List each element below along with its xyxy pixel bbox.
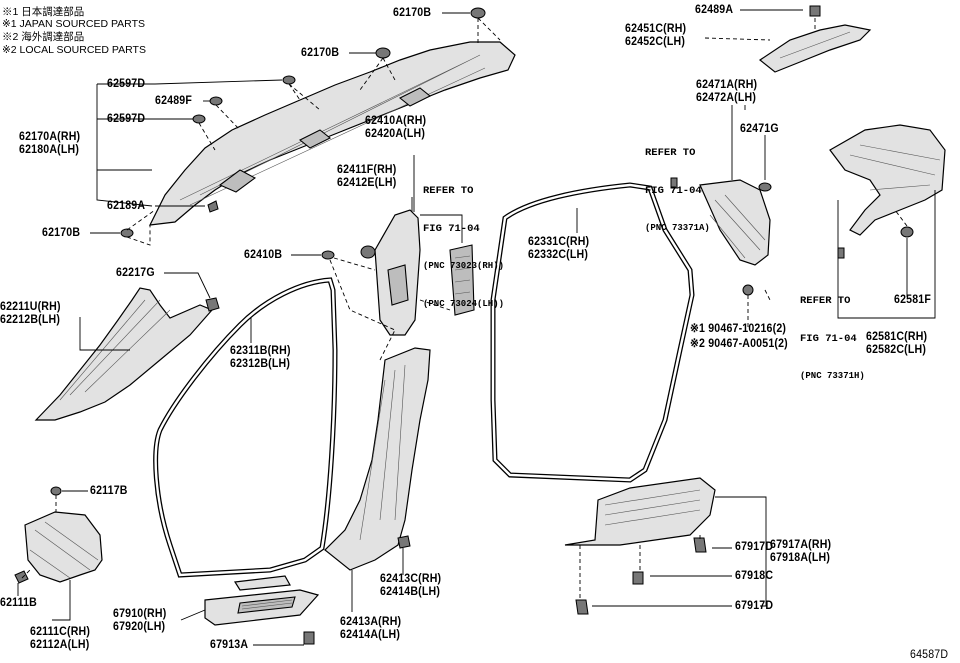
label-62111C: 62111C(RH) 62112A(LH) (30, 626, 91, 651)
ref-center-pnc1: (PNC 73023(RH)) (423, 261, 505, 271)
clip-62111B (14, 570, 29, 584)
label-62413A: 62413A(RH) 62414A(LH) (340, 616, 402, 641)
roof-rear-trim (758, 24, 872, 73)
label-62581F: 62581F (894, 294, 932, 306)
label-62471G: 62471G (740, 123, 779, 135)
label-62471A: 62471A(RH) 62472A(LH) (696, 79, 758, 104)
label-62170B-top: 62170B (393, 7, 432, 19)
clip-62597D-a (282, 75, 296, 85)
label-62170B-low: 62170B (42, 227, 81, 239)
label-62413C: 62413C(RH) 62414B(LH) (380, 573, 442, 598)
label-90467-2: ※2 90467-A0051(2) (690, 338, 788, 350)
ref-lower-right-line1: REFER TO (800, 295, 851, 307)
label-62489A: 62489A (695, 4, 734, 16)
label-62311B: 62311B(RH) 62312B(LH) (230, 345, 291, 370)
ref-center-line2: FIG 71-04 (423, 222, 480, 235)
clip-62471G (758, 182, 772, 192)
clip-62170B-mid (375, 47, 391, 59)
quarter-pillar-trim (699, 179, 771, 266)
note-japan-jp: ※1 日本調達部品 (2, 6, 85, 18)
cowl-side-trim (24, 511, 103, 583)
label-62211U: 62211U(RH) 62212B(LH) (0, 301, 61, 326)
clip-ref-73371A (670, 177, 678, 189)
clip-67918C (632, 571, 644, 585)
label-67913A: 67913A (210, 639, 249, 651)
front-scuff-plate (204, 575, 320, 626)
label-62410B: 62410B (244, 249, 283, 261)
note-local-jp: ※2 海外調達部品 (2, 31, 85, 43)
clip-62189A (207, 200, 219, 213)
clip-62170B-top (470, 7, 486, 19)
label-62111B: 62111B (0, 597, 38, 609)
label-62170B-mid: 62170B (301, 47, 340, 59)
seatbelt-anchor (449, 244, 475, 316)
center-pillar-upper-garnish (374, 209, 421, 336)
label-62117B: 62117B (90, 485, 128, 497)
label-67917D-a: 67917D (735, 541, 774, 553)
clip-62170B-low (120, 228, 134, 238)
clip-62413C (397, 535, 411, 549)
clip-ref-73371H (837, 247, 845, 259)
label-67917D-b: 67917D (735, 600, 774, 612)
label-67917A: 67917A(RH) 67918A(LH) (770, 539, 832, 564)
clip-62581F (900, 226, 914, 238)
label-62411F: 62411F(RH) 62412E(LH) (337, 164, 397, 189)
label-62451C: 62451C(RH) 62452C(LH) (625, 23, 687, 48)
ref-lower-right-line2: FIG 71-04 (800, 332, 857, 345)
roof-side-garnish (148, 41, 516, 226)
clip-90467 (742, 284, 754, 296)
rear-door-weatherstrip (490, 182, 695, 483)
label-62581C: 62581C(RH) 62582C(LH) (866, 331, 928, 356)
ref-upper-right: REFER TO FIG 71-04 (PNC 73371A) (645, 122, 710, 247)
clip-62410B (321, 250, 335, 260)
clip-62489F (209, 96, 223, 106)
rear-side-trim (829, 124, 946, 236)
label-67910: 67910(RH) 67920(LH) (113, 608, 167, 633)
note-local-en: ※2 LOCAL SOURCED PARTS (2, 44, 146, 56)
clip-62117B (50, 486, 62, 496)
clip-62411F (360, 245, 376, 259)
label-62410A: 62410A(RH) 62420A(LH) (365, 115, 427, 140)
label-62597D-b: 62597D (107, 113, 146, 125)
clip-67913A (303, 631, 315, 645)
ref-upper-right-line1: REFER TO (645, 147, 696, 159)
ref-lower-right: REFER TO FIG 71-04 (PNC 73371H) (800, 270, 865, 395)
front-pillar-garnish (34, 287, 214, 421)
label-62170A: 62170A(RH) 62180A(LH) (19, 131, 81, 156)
label-62331C: 62331C(RH) 62332C(LH) (528, 236, 590, 261)
label-62217G: 62217G (116, 267, 155, 279)
ref-lower-right-pnc1: (PNC 73371H) (800, 371, 865, 381)
center-pillar-lower-garnish (324, 347, 431, 571)
clip-67917D-b (575, 599, 589, 615)
clip-62217G (205, 297, 220, 312)
clip-67917D-a (693, 537, 707, 553)
clip-62489A (809, 5, 821, 17)
ref-center-pnc2: (PNC 73024(LH)) (423, 298, 505, 309)
label-62597D-a: 62597D (107, 78, 146, 90)
note-japan-en: ※1 JAPAN SOURCED PARTS (2, 18, 145, 30)
diagram-id: 64587D (910, 649, 949, 661)
label-62189A: 62189A (107, 200, 146, 212)
clip-62597D-b (192, 114, 206, 124)
front-door-weatherstrip (153, 277, 338, 578)
label-62489F: 62489F (155, 95, 193, 107)
rear-scuff-plate (564, 477, 716, 546)
label-90467-1: ※1 90467-10216(2) (690, 323, 787, 335)
label-67918C: 67918C (735, 570, 774, 582)
ref-upper-right-pnc1: (PNC 73371A) (645, 223, 710, 233)
ref-upper-right-line2: FIG 71-04 (645, 184, 702, 197)
ref-center-line1: REFER TO (423, 185, 474, 197)
ref-center: REFER TO FIG 71-04 (PNC 73023(RH)) (PNC … (423, 160, 504, 323)
